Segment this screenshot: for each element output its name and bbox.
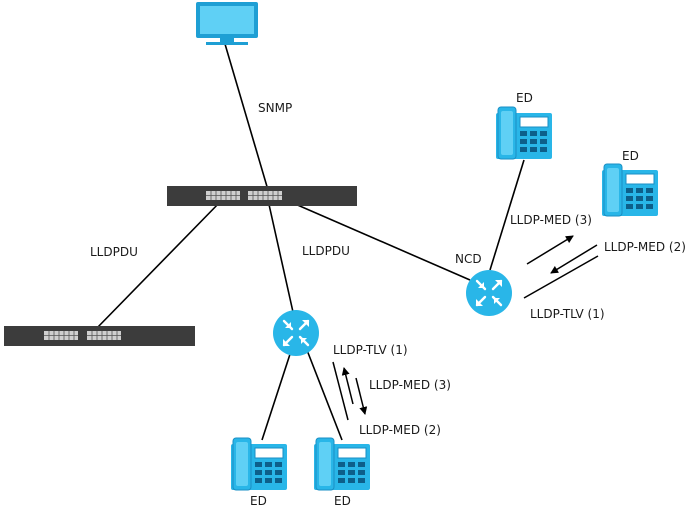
ed-bottom-left-phone-icon	[230, 437, 288, 491]
monitor-icon	[196, 2, 258, 45]
link-switch-router	[267, 199, 294, 313]
bottom-lldp-med-3-label: LLDP-MED (3)	[369, 378, 451, 392]
link-monitor-switch	[224, 43, 269, 191]
ed-top-phone-icon	[495, 106, 553, 160]
ncd-label: NCD	[455, 252, 482, 266]
lldpdu-center-label: LLDPDU	[302, 244, 350, 258]
right-lldp-tlv-1-label: LLDP-TLV (1)	[530, 307, 605, 321]
ed-bottom-left-label: ED	[250, 494, 267, 508]
right-lldp-med-3-label: LLDP-MED (3)	[510, 213, 592, 227]
ncd-router-icon	[464, 268, 514, 318]
bottom-lldp-med-2-label: LLDP-MED (2)	[359, 423, 441, 437]
arrow-bottom-lldp-med-3	[341, 367, 354, 405]
router-icon	[271, 308, 321, 358]
arrow-right-lldp-tlv-1	[523, 255, 599, 299]
bottom-lldp-tlv-1-label: LLDP-TLV (1)	[333, 343, 408, 357]
link-ncd-ed-top	[489, 159, 525, 271]
link-switch-leftswitch	[94, 199, 223, 331]
link-router-ed-right	[304, 344, 343, 441]
arrow-right-lldp-med-2	[550, 244, 598, 274]
arrow-right-lldp-med-3	[526, 235, 574, 265]
arrow-bottom-lldp-tlv-1	[332, 361, 349, 421]
ed-right-label: ED	[622, 149, 639, 163]
ed-bottom-right-phone-icon	[313, 437, 371, 491]
link-switch-ncd	[285, 199, 471, 281]
main-switch-icon	[167, 186, 357, 206]
ed-bottom-right-label: ED	[334, 494, 351, 508]
snmp-label: SNMP	[258, 101, 292, 115]
arrow-bottom-lldp-med-2	[355, 377, 368, 415]
lldpdu-left-label: LLDPDU	[90, 245, 138, 259]
ed-top-label: ED	[516, 91, 533, 105]
link-router-ed-left	[261, 344, 294, 441]
ed-right-phone-icon	[601, 163, 659, 217]
left-switch-icon	[4, 326, 195, 346]
right-lldp-med-2-label: LLDP-MED (2)	[604, 240, 686, 254]
